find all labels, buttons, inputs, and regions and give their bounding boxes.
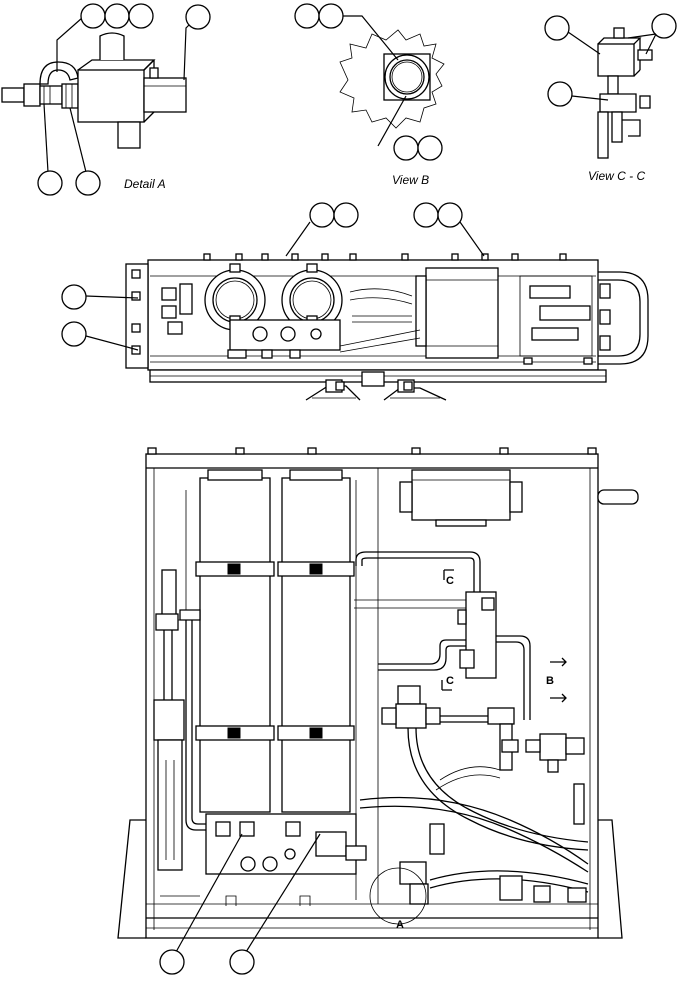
view-b-caption: View B xyxy=(392,173,429,187)
front-view-balloons xyxy=(159,833,321,975)
front-view-frame xyxy=(117,447,639,939)
front-view-filters xyxy=(195,469,355,813)
view-b-drawing xyxy=(339,29,445,129)
view-cc-caption: View C - C xyxy=(588,169,645,183)
side-view-balloons xyxy=(61,202,485,351)
side-view-assembly xyxy=(125,253,649,401)
front-view-top-valve xyxy=(399,469,523,527)
view-b-balloons xyxy=(294,3,443,161)
detail-a-drawing xyxy=(1,32,187,149)
detail-a-caption: Detail A xyxy=(124,177,166,191)
view-cc-balloons xyxy=(544,13,677,107)
detail-a-balloons xyxy=(37,3,211,196)
section-b-label: B xyxy=(546,675,554,687)
section-c-lower-label: C xyxy=(446,675,454,687)
detail-a-label: A xyxy=(396,919,404,931)
section-marks: C C B A xyxy=(369,569,567,931)
front-view-piping xyxy=(153,490,589,906)
section-c-upper-label: C xyxy=(446,575,454,587)
view-cc-drawing xyxy=(597,27,653,159)
